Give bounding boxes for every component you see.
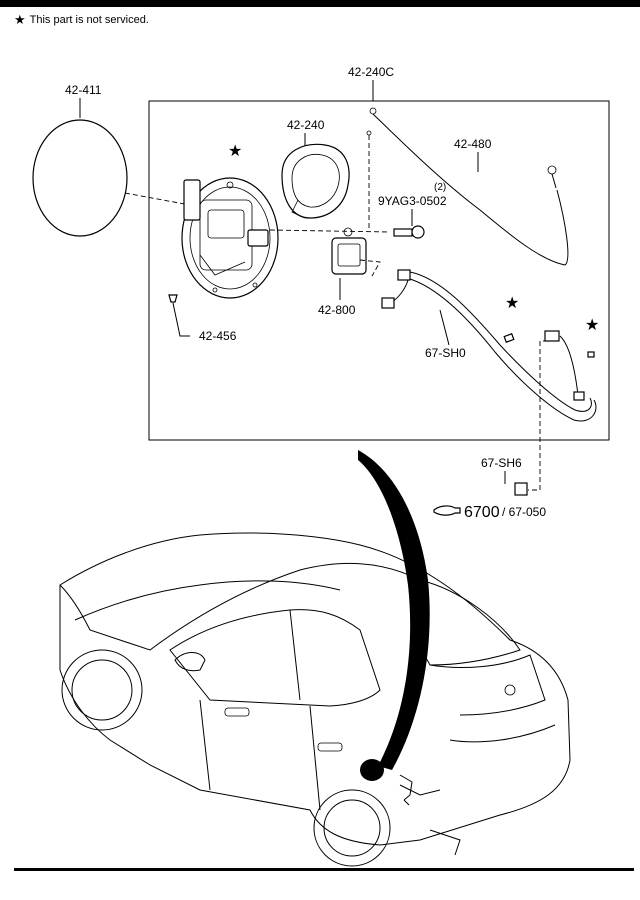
part-42-480-cable xyxy=(366,107,569,266)
top-border xyxy=(0,0,640,7)
guide-housing-bolt xyxy=(269,229,391,233)
label-9YAG3-0502: 9YAG3-0502 xyxy=(378,194,447,208)
reference-arrow-icon xyxy=(433,505,461,516)
part-42-240-fuel-lid xyxy=(281,143,350,219)
guide-67-SH6 xyxy=(528,340,548,491)
part-67-SH0-harness xyxy=(381,269,597,422)
label-67-SH6: 67-SH6 xyxy=(481,456,522,470)
bottom-border xyxy=(14,868,634,871)
part-fuel-lid-housing xyxy=(181,177,279,299)
legend-note: ★ This part is not serviced. xyxy=(14,13,149,26)
leader-67-SH0 xyxy=(439,309,450,346)
label-42-411: 42-411 xyxy=(65,83,102,97)
ref-sub: / 67-050 xyxy=(502,505,546,519)
location-pointer xyxy=(358,450,430,770)
label-42-456: 42-456 xyxy=(199,329,237,343)
part-unserviced-clip xyxy=(503,333,515,343)
star-icon: ★ xyxy=(505,295,519,312)
vehicle-illustration xyxy=(59,532,571,867)
guide-actuator-harness xyxy=(359,259,381,277)
part-unserviced-clip xyxy=(587,351,595,358)
part-42-456-clip xyxy=(168,294,178,303)
part-42-411-gasket xyxy=(32,119,128,237)
part-42-800-actuator xyxy=(331,227,367,275)
label-42-240C: 42-240C xyxy=(348,65,394,79)
part-9YAG3-0502-bolt xyxy=(393,225,425,239)
part-67-SH6-connector xyxy=(514,482,528,496)
label-42-800: 42-800 xyxy=(318,303,356,317)
assembly-frame xyxy=(148,100,610,441)
ref-main: 6700 xyxy=(464,504,500,521)
guide-42-411 xyxy=(124,192,191,206)
label-42-480: 42-480 xyxy=(454,137,492,151)
legend-note-text: This part is not serviced. xyxy=(29,13,149,26)
fuel-door-location xyxy=(360,759,413,806)
label-42-240: 42-240 xyxy=(287,118,325,132)
star-icon: ★ xyxy=(585,317,599,334)
label-qty: (2) xyxy=(434,182,446,193)
star-icon: ★ xyxy=(228,143,242,160)
leader-42-456 xyxy=(172,302,190,337)
label-67-SH0: 67-SH0 xyxy=(425,346,466,360)
star-icon: ★ xyxy=(14,12,26,27)
